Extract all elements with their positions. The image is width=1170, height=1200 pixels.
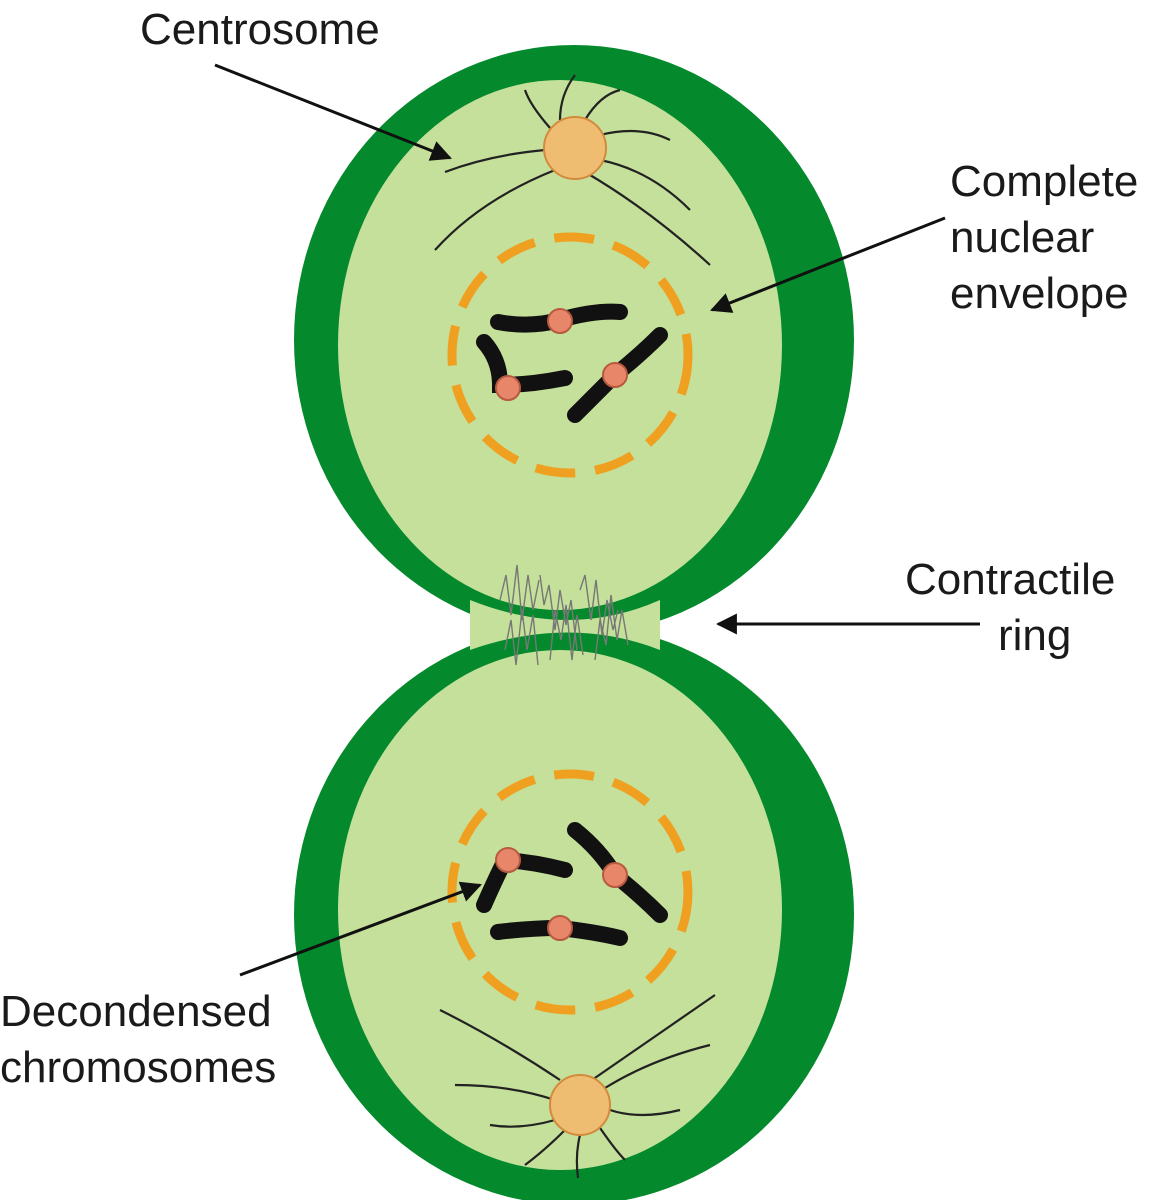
upper-centromere-2 xyxy=(495,375,521,401)
upper-centromere-3 xyxy=(602,362,628,388)
label-nuclear-envelope-line-2: nuclear xyxy=(950,213,1094,262)
label-nuclear-envelope-line-3: envelope xyxy=(950,269,1129,318)
upper-centromere-1 xyxy=(547,308,573,334)
cleavage-furrow xyxy=(470,600,660,650)
label-contractile-ring-line-1: Contractile xyxy=(905,555,1115,604)
lower-centromere-1 xyxy=(547,915,573,941)
label-centrosome: Centrosome xyxy=(140,5,380,54)
upper-nuclear-envelope xyxy=(447,232,693,478)
lower-centrosome-group xyxy=(439,994,716,1179)
lower-centromere-3 xyxy=(602,862,628,888)
centrosome-arrow xyxy=(214,63,452,161)
dividing-cell xyxy=(294,45,854,1200)
label-nuclear-envelope: Complete nuclear envelope xyxy=(950,157,1151,318)
chromosomes-arrow xyxy=(239,881,482,977)
upper-centrosome-group xyxy=(434,74,711,266)
leader-arrows xyxy=(214,63,980,977)
label-chromosomes-line-2: chromosomes xyxy=(0,1043,276,1092)
nuclear-envelope-arrow xyxy=(710,216,946,313)
label-chromosomes: Decondensed chromosomes xyxy=(0,987,284,1092)
upper-centrosome xyxy=(543,116,607,180)
lower-cytoplasm xyxy=(338,650,782,1170)
lower-nuclear-envelope xyxy=(447,769,693,1015)
label-contractile-ring-line-2: ring xyxy=(998,611,1071,660)
contractile-ring-fibers xyxy=(499,564,629,666)
label-chromosomes-line-1: Decondensed xyxy=(0,987,272,1036)
label-contractile-ring: Contractile ring xyxy=(905,555,1128,660)
lower-centrosome xyxy=(549,1074,611,1136)
lower-centromere-2 xyxy=(495,847,521,873)
label-nuclear-envelope-line-1: Complete xyxy=(950,157,1138,206)
upper-cytoplasm xyxy=(338,80,782,610)
